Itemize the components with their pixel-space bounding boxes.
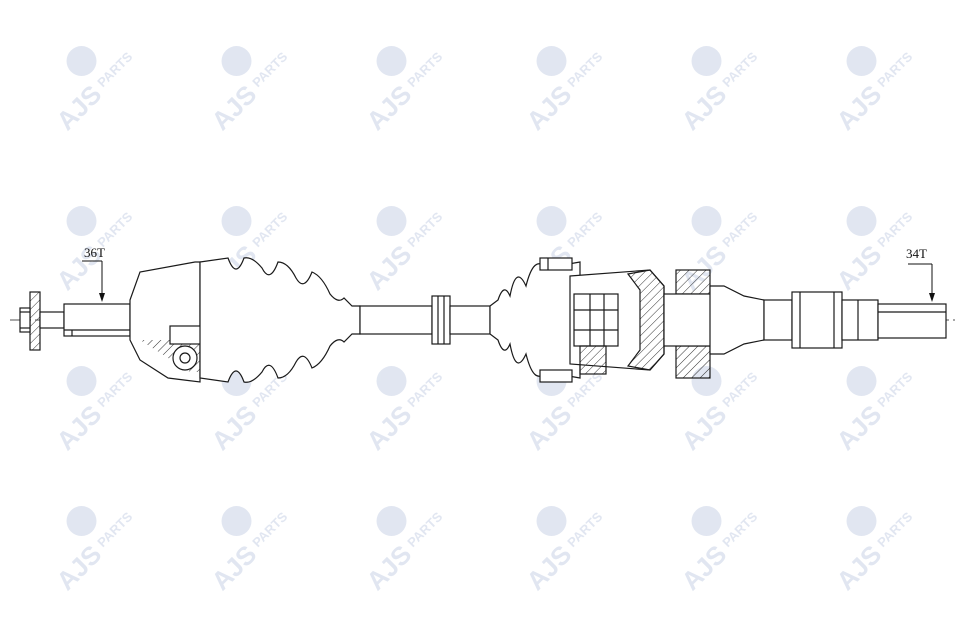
- watermark-brand: AJS: [360, 79, 417, 136]
- watermark-suffix: PARTS: [874, 49, 915, 90]
- outer-cv-joint: [129, 261, 203, 383]
- watermark-brand: AJS: [520, 399, 577, 456]
- watermark-ball: [66, 366, 97, 397]
- watermark-brand: AJS: [50, 539, 107, 596]
- right-spline-callout: 34T: [906, 246, 935, 302]
- watermark-brand: AJS: [205, 79, 262, 136]
- watermark-suffix: PARTS: [874, 209, 915, 250]
- watermark-brand: AJS: [675, 79, 732, 136]
- watermark-ball: [846, 506, 877, 537]
- watermark-suffix: PARTS: [94, 369, 135, 410]
- watermark-brand: AJS: [205, 539, 262, 596]
- watermark-suffix: PARTS: [719, 209, 760, 250]
- watermark-brand: AJS: [520, 539, 577, 596]
- watermark-brand: AJS: [675, 539, 732, 596]
- watermark-brand: AJS: [360, 399, 417, 456]
- watermark-brand: AJS: [205, 399, 262, 456]
- watermark-suffix: PARTS: [249, 209, 290, 250]
- watermark-ball: [846, 206, 877, 237]
- outer-boot: [199, 257, 361, 383]
- intermediate-shaft: [359, 295, 491, 345]
- watermark-suffix: PARTS: [874, 369, 915, 410]
- hub-nut: [19, 291, 65, 351]
- watermark-ball: [536, 46, 567, 77]
- watermark-brand: AJS: [50, 399, 107, 456]
- inner-boot: [489, 261, 581, 379]
- watermark-brand: AJS: [830, 239, 887, 296]
- watermark-brand: AJS: [830, 79, 887, 136]
- watermark-ball: [376, 506, 407, 537]
- watermark-brand: AJS: [830, 539, 887, 596]
- watermark-ball: [846, 366, 877, 397]
- watermark-ball: [66, 46, 97, 77]
- watermark-ball: [846, 46, 877, 77]
- watermark-ball: [691, 206, 722, 237]
- watermark-suffix: PARTS: [94, 509, 135, 550]
- watermark-ball: [221, 206, 252, 237]
- inner-tripod-joint: [569, 269, 665, 375]
- boot-clamp: [539, 257, 573, 383]
- watermark-suffix: PARTS: [404, 209, 445, 250]
- left-spline-stub: [63, 303, 131, 337]
- watermark-brand: AJS: [675, 399, 732, 456]
- watermark-suffix: PARTS: [249, 49, 290, 90]
- watermark-suffix: PARTS: [564, 209, 605, 250]
- watermark-ball: [376, 366, 407, 397]
- watermark-ball: [691, 506, 722, 537]
- watermark-brand: AJS: [520, 79, 577, 136]
- right-spline-label: 34T: [906, 246, 927, 261]
- driveshaft-assembly: [19, 257, 947, 383]
- watermark-suffix: PARTS: [249, 509, 290, 550]
- watermark-suffix: PARTS: [564, 509, 605, 550]
- watermark-suffix: PARTS: [719, 369, 760, 410]
- watermark-suffix: PARTS: [564, 49, 605, 90]
- watermark-suffix: PARTS: [404, 509, 445, 550]
- watermark-ball: [536, 206, 567, 237]
- watermark-suffix: PARTS: [719, 509, 760, 550]
- watermark-ball: [221, 506, 252, 537]
- watermark-ball: [66, 506, 97, 537]
- watermark-ball: [376, 206, 407, 237]
- watermark-brand: AJS: [50, 79, 107, 136]
- watermark-suffix: PARTS: [94, 209, 135, 250]
- watermark-ball: [376, 46, 407, 77]
- watermark-brand: AJS: [830, 399, 887, 456]
- watermark-suffix: PARTS: [404, 49, 445, 90]
- watermark-ball: [691, 46, 722, 77]
- watermark-suffix: PARTS: [94, 49, 135, 90]
- left-spline-callout: 36T: [82, 245, 105, 302]
- watermark-ball: [66, 206, 97, 237]
- watermark-suffix: PARTS: [404, 369, 445, 410]
- watermark-suffix: PARTS: [719, 49, 760, 90]
- watermark-brand: AJS: [360, 539, 417, 596]
- watermark-suffix: PARTS: [874, 509, 915, 550]
- left-spline-label: 36T: [84, 245, 105, 260]
- watermark-ball: [221, 46, 252, 77]
- right-spline-stub: [877, 303, 947, 339]
- output-stub: [709, 285, 879, 355]
- watermark-brand: AJS: [360, 239, 417, 296]
- watermark-ball: [536, 506, 567, 537]
